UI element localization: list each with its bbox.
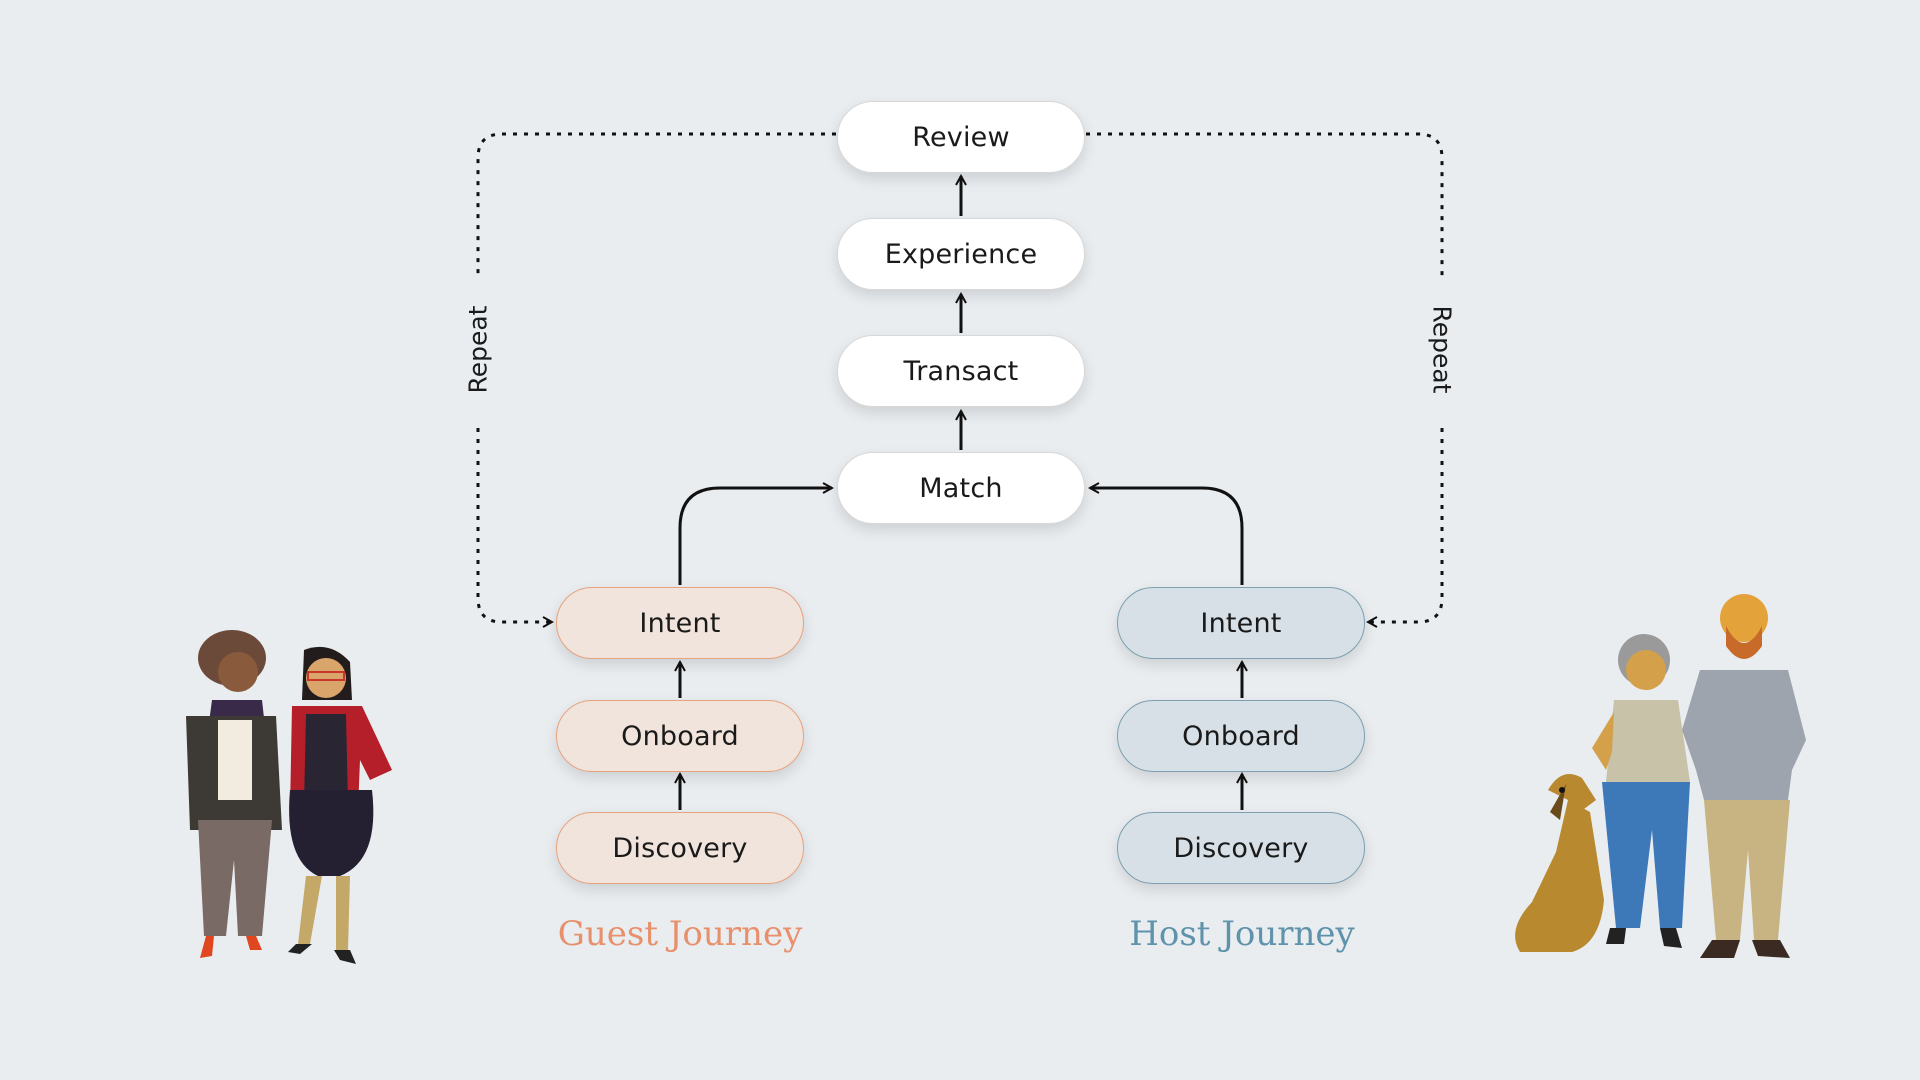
guest-onboard-node: Onboard — [556, 700, 804, 772]
repeat-loop-left — [476, 132, 836, 278]
host-onboard-node: Onboard — [1117, 700, 1365, 772]
two-women-illustration — [186, 630, 392, 964]
couple-with-dog-illustration — [1515, 594, 1806, 958]
host-journey-title: Host Journey — [1129, 914, 1355, 954]
repeat-loop-left-lower — [476, 428, 552, 622]
repeat-loop-right — [1086, 132, 1444, 278]
repeat-label-left: Repeat — [463, 305, 493, 394]
repeat-label-right: Repeat — [1427, 305, 1457, 394]
review-node: Review — [837, 101, 1085, 173]
guest-intent-node: Intent — [556, 587, 804, 659]
guest-journey-title: Guest Journey — [557, 914, 803, 954]
arrow-host-intent-match — [1090, 488, 1244, 585]
match-node: Match — [837, 452, 1085, 524]
arrow-guest-intent-match — [678, 488, 832, 585]
repeat-loop-right-lower — [1368, 428, 1444, 622]
experience-node: Experience — [837, 218, 1085, 290]
host-intent-node: Intent — [1117, 587, 1365, 659]
transact-node: Transact — [837, 335, 1085, 407]
host-discovery-node: Discovery — [1117, 812, 1365, 884]
guest-discovery-node: Discovery — [556, 812, 804, 884]
